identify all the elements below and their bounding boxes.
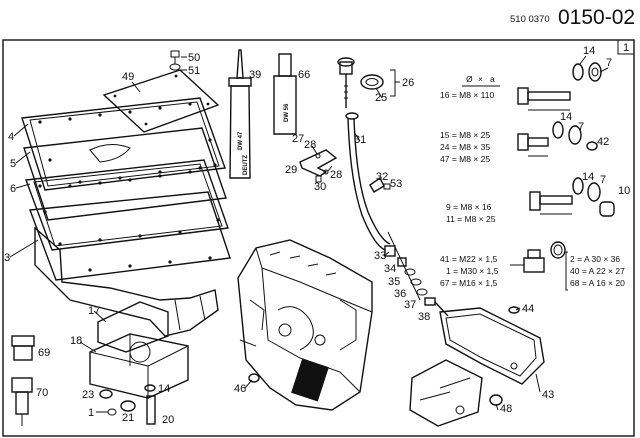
callout-14-a: 14 [583, 45, 595, 57]
sensor-70 [11, 377, 33, 426]
seal-44 [508, 306, 520, 314]
housing-18 [89, 333, 189, 399]
fitting-chain [384, 231, 449, 317]
callout-50: 50 [188, 52, 200, 64]
callout-28-top: 28 [304, 139, 316, 151]
spec-header-times: × [478, 74, 483, 84]
callout-28-bottom: 28 [330, 169, 342, 181]
seal-23 [99, 389, 113, 399]
spec-bolt-11: 11 = M8 × 25 [446, 214, 496, 224]
spec-plug-1: 1 = M30 × 1,5 [446, 266, 499, 276]
callout-46: 46 [234, 383, 246, 395]
callout-14-b: 14 [560, 111, 572, 123]
callout-44: 44 [522, 303, 534, 315]
spec-plug-67: 67 = M16 × 1,5 [440, 278, 497, 288]
bolt-9-drawing [529, 177, 615, 217]
washer-14-bottom [144, 384, 156, 392]
callout-37: 37 [404, 299, 416, 311]
callout-31: 31 [354, 134, 366, 146]
oil-pan-3 [34, 226, 219, 337]
plug-41-drawing [510, 241, 566, 273]
callout-38: 38 [418, 311, 430, 323]
washer-51 [169, 63, 181, 71]
callout-36: 36 [394, 288, 406, 300]
callout-7-c: 7 [600, 174, 606, 186]
tube-66-label: DW 56 [284, 103, 290, 122]
callout-30: 30 [314, 181, 326, 193]
plug-21 [120, 400, 136, 412]
callout-21: 21 [122, 412, 134, 424]
page-tag: 1 [623, 42, 629, 54]
page-tag-box [617, 39, 635, 55]
callout-6: 6 [10, 183, 16, 195]
tube-39-sub: DEUTZ [243, 155, 249, 175]
callout-27: 27 [292, 133, 304, 145]
callout-14-c: 14 [582, 171, 594, 183]
spec-header-diameter: Ø [466, 74, 473, 84]
gasket-6 [25, 159, 229, 251]
engine-block [237, 239, 373, 411]
callout-66: 66 [298, 69, 310, 81]
spec-header-length: a [490, 74, 495, 84]
callout-43: 43 [542, 389, 554, 401]
callout-53: 53 [390, 178, 402, 190]
callout-23: 23 [82, 389, 94, 401]
bolt-20 [146, 395, 156, 425]
callout-7-a: 7 [606, 57, 612, 69]
bracket-29 [299, 149, 338, 177]
callout-26: 26 [402, 77, 414, 89]
spec-seal-68: 68 = A 16 × 20 [570, 278, 625, 288]
callout-25: 25 [375, 92, 387, 104]
callout-4: 4 [8, 131, 14, 143]
callout-70: 70 [36, 387, 48, 399]
callout-69: 69 [38, 347, 50, 359]
sensor-69 [11, 335, 35, 361]
sealant-tube-39: DW 47 DEUTZ [228, 49, 252, 179]
callout-29: 29 [285, 164, 297, 176]
callout-20: 20 [162, 414, 174, 426]
callout-42: 42 [597, 136, 609, 148]
doc-number: 0150-02 [558, 6, 635, 29]
spec-bolt-24: 24 = M8 × 35 [440, 142, 490, 152]
gasket-5 [23, 127, 227, 221]
callout-14-d: 14 [158, 383, 170, 395]
gasket-stack [21, 97, 231, 337]
callout-39: 39 [249, 69, 261, 81]
callout-10: 10 [618, 185, 630, 197]
callout-numbers: 4 5 6 3 49 50 51 39 66 27 28 29 28 30 26… [4, 45, 630, 426]
spec-bolt-47: 47 = M8 × 25 [440, 154, 490, 164]
spec-seal-2: 2 = A 30 × 36 [570, 254, 620, 264]
cover-plate-49 [102, 69, 220, 133]
callout-35: 35 [388, 276, 400, 288]
bolt-15-drawing [517, 121, 598, 157]
callout-7-b: 7 [578, 121, 584, 133]
diagram-frame [2, 39, 635, 437]
spec-bolt-15: 15 = M8 × 25 [440, 130, 490, 140]
oil-pan-43 [409, 307, 545, 427]
callout-32: 32 [376, 171, 388, 183]
seal-ring-25 [360, 74, 384, 90]
callout-48: 48 [500, 403, 512, 415]
callout-51: 51 [188, 65, 200, 77]
callout-34: 34 [384, 263, 396, 275]
callout-5: 5 [10, 158, 16, 170]
adapter-plate-17 [97, 301, 169, 353]
callout-49: 49 [122, 71, 134, 83]
sealant-tube-66: DW 56 [273, 53, 297, 135]
spec-bolt-16: 16 = M8 × 110 [440, 90, 494, 100]
dipstick-31 [337, 57, 391, 251]
doc-prefix: 510 0370 [510, 14, 550, 25]
gasket-4 [21, 97, 226, 191]
callout-1: 1 [88, 407, 94, 419]
callout-33: 33 [374, 250, 386, 262]
spec-plug-41: 41 = M22 × 1,5 [440, 254, 497, 264]
callout-18: 18 [70, 335, 82, 347]
bolt-50 [170, 50, 180, 58]
spec-bolt-9: 9 = M8 × 16 [446, 202, 492, 212]
callout-3: 3 [4, 252, 10, 264]
tube-39-label: DW 47 [238, 131, 244, 150]
spec-seal-40: 40 = A 22 × 27 [570, 266, 625, 276]
bolt-16-drawing [517, 62, 602, 111]
